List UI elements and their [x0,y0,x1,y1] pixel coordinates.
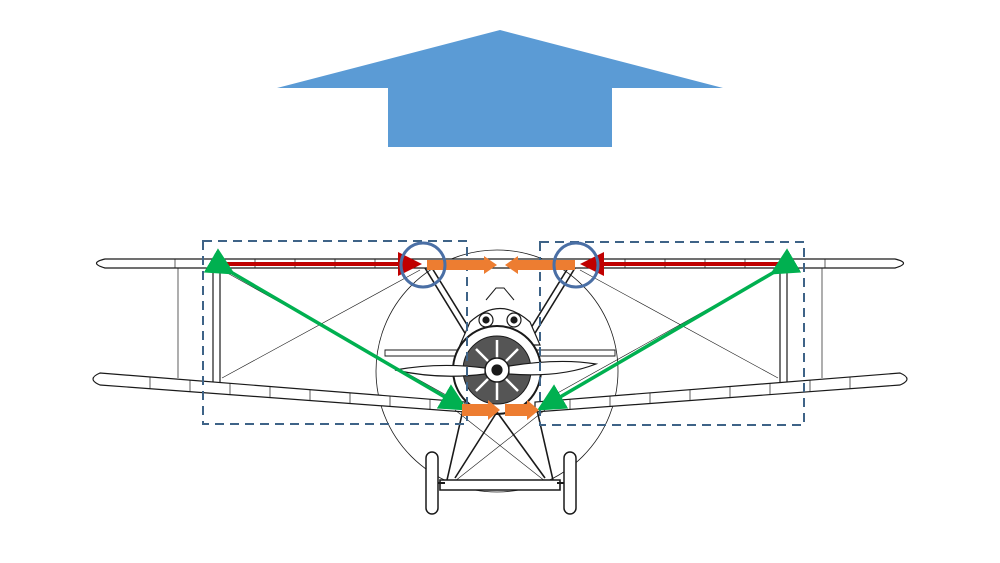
left-brace-force-arrow [203,248,469,411]
lower-left-orange-arrow [462,400,500,420]
wheel-right [563,451,577,515]
upper-wing [95,258,905,269]
windscreen [485,287,515,301]
left-joint-highlight-circle [399,241,447,289]
landing-gear [439,409,561,491]
up-arrow-icon [277,30,723,147]
right-joint-highlight-circle [552,241,600,289]
right-brace-force-arrow [536,248,802,411]
upper-right-orange-arrow [505,256,575,274]
left-wing-cell-box [202,240,468,425]
lower-right-orange-arrow [505,400,539,420]
wheel-left [425,451,439,515]
biplane-front-view-icon [92,249,908,515]
lower-wing-left [92,372,466,413]
